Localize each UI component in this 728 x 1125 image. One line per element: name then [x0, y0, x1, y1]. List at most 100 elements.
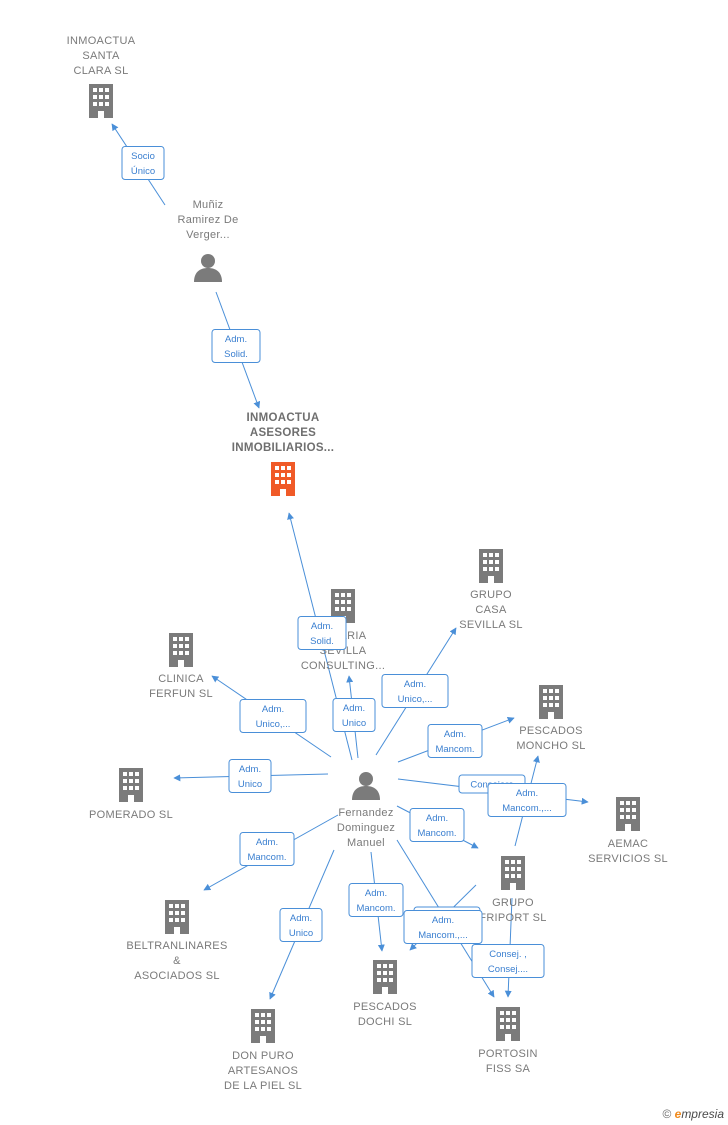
building-icon [119, 768, 143, 802]
edge-label-fernandez-to-pescados-dochi[interactable]: Adm.Mancom. [348, 883, 404, 917]
edge-label-text-0: Adm. [404, 679, 426, 690]
brand-text: mpresia [681, 1107, 724, 1121]
node-label-fernandez-2: Manuel [347, 837, 385, 849]
edge-label-box [297, 616, 347, 650]
edge-label-box [332, 698, 376, 732]
node-label-grupo-friport-0: GRUPO [492, 897, 534, 909]
edge-label-fernandez-to-clinica-ferfun[interactable]: Adm.Unico,... [239, 699, 307, 733]
person-icon [352, 772, 380, 800]
edge-label-text-1: Consej.... [488, 964, 528, 975]
edge-label-fernandez-to-pomerado[interactable]: Adm. Unico [228, 759, 272, 793]
edge-label-box [279, 908, 323, 942]
edge-label-grupo-friport-to-pescados-dochi[interactable]: Adm. Mancom.,... [403, 910, 483, 944]
node-aemac[interactable]: AEMAC SERVICIOS SL [588, 797, 668, 865]
edge-label-fernandez-to-beltranlinares[interactable]: Adm.Mancom. [239, 832, 295, 866]
edge-label-text-0: Adm. [432, 915, 454, 926]
edge-label-text-1: Unico [342, 718, 366, 729]
node-label-aemac-0: AEMAC [608, 838, 649, 850]
building-icon [271, 462, 295, 496]
building-icon [373, 960, 397, 994]
node-label-inmoactua-santa-clara-2: CLARA SL [74, 65, 129, 77]
node-label-fernandez-1: Dominguez [337, 822, 395, 834]
node-beltranlinares[interactable]: BELTRANLINARES & ASOCIADOS SL [126, 900, 227, 982]
node-inmoactua-asesores[interactable]: INMOACTUAASESORESINMOBILIARIOS... [232, 412, 335, 496]
edge-label-fernandez-to-grupo-casa-sevilla[interactable]: Adm. Unico,... [381, 674, 449, 708]
node-label-beltranlinares-2: ASOCIADOS SL [134, 970, 220, 982]
edge-label-text-1: Unico [238, 779, 262, 790]
edge-label-text-0: Adm. [225, 334, 247, 345]
edge-label-fernandez-to-grupo-friport[interactable]: Adm. Mancom. [409, 808, 465, 842]
node-label-grupo-casa-sevilla-1: CASA [475, 604, 507, 616]
node-label-fernandez-0: Fernandez [338, 807, 393, 819]
edge-label-text-0: Socio [131, 151, 155, 162]
building-icon [479, 549, 503, 583]
edge-label-text-0: Adm. [256, 837, 278, 848]
node-label-don-puro-0: DON PURO [232, 1050, 294, 1062]
edge-label-box [239, 832, 295, 866]
node-label-pescados-moncho-1: MONCHO SL [516, 740, 585, 752]
node-label-muniz-2: Verger... [186, 229, 230, 241]
node-label-aemac-1: SERVICIOS SL [588, 853, 668, 865]
node-grupo-friport[interactable]: GRUPO FRIPORT SL [479, 856, 546, 924]
node-label-inmoactua-asesores-0: INMOACTUA [247, 412, 320, 424]
node-inmoactua-santa-clara[interactable]: INMOACTUA SANTA CLARA SL [67, 35, 136, 118]
brand-e: e [674, 1107, 682, 1121]
edge-label-text-1: Unico,... [256, 719, 291, 730]
edge-label-text-1: Solid. [224, 349, 248, 360]
node-label-beltranlinares-0: BELTRANLINARES [126, 940, 227, 952]
node-label-don-puro-1: ARTESANOS [228, 1065, 298, 1077]
edge-label-text-0: Adm. [365, 888, 387, 899]
edge-label-grupo-friport-to-portosin[interactable]: Consej. ,Consej.... [471, 944, 545, 978]
edge-label-muniz-to-inmoactua-asesores[interactable]: Adm. Solid. [211, 329, 261, 363]
node-label-inmoactua-asesores-1: ASESORES [250, 427, 316, 439]
edge-label-fernandez-to-inmobiliaria-sevilla[interactable]: Adm. Unico [332, 698, 376, 732]
edge-label-box [211, 329, 261, 363]
edge-label-text-0: Adm. [516, 788, 538, 799]
edge-label-text-0: Adm. [290, 913, 312, 924]
node-pomerado[interactable]: POMERADO SL [89, 768, 173, 821]
node-label-clinica-ferfun-1: FERFUN SL [149, 688, 213, 700]
node-label-don-puro-2: DE LA PIEL SL [224, 1080, 302, 1092]
person-icon [194, 254, 222, 282]
edge-label-text-0: Adm. [426, 813, 448, 824]
edge-label-text-1: Mancom. [435, 744, 474, 755]
node-label-grupo-friport-1: FRIPORT SL [479, 912, 546, 924]
edge-label-fernandez-to-inmoactua-asesores[interactable]: Adm.Solid. [297, 616, 347, 650]
edge-label-text-1: Unico [289, 928, 313, 939]
building-icon [539, 685, 563, 719]
building-icon [89, 84, 113, 118]
edge-label-text-1: Mancom. [417, 828, 456, 839]
edge-label-text-1: Mancom.,... [418, 930, 468, 941]
empresia-brand: © empresia [662, 1107, 724, 1121]
node-label-pescados-moncho-0: PESCADOS [519, 725, 583, 737]
node-label-muniz-1: Ramirez De [177, 214, 238, 226]
node-label-inmoactua-santa-clara-1: SANTA [82, 50, 120, 62]
edge-label-box [381, 674, 449, 708]
node-pescados-moncho[interactable]: PESCADOS MONCHO SL [516, 685, 585, 752]
edge-label-text-0: Adm. [343, 703, 365, 714]
node-don-puro[interactable]: DON PURO ARTESANOS DE LA PIEL SL [224, 1009, 302, 1092]
edge-label-grupo-friport-to-pescados-moncho[interactable]: Adm. Mancom.,... [487, 783, 567, 817]
edge-label-fernandez-to-don-puro[interactable]: Adm. Unico [279, 908, 323, 942]
edge-label-text-1: Mancom.,... [502, 803, 552, 814]
edge-label-box [427, 724, 483, 758]
edge-label-text-1: Unico,... [398, 694, 433, 705]
copyright-symbol: © [662, 1107, 672, 1121]
building-icon [165, 900, 189, 934]
building-icon [501, 856, 525, 890]
node-label-inmoactua-santa-clara-0: INMOACTUA [67, 35, 136, 47]
node-label-beltranlinares-1: & [173, 955, 181, 967]
node-label-inmobiliaria-sevilla-2: CONSULTING... [301, 660, 385, 672]
edge-label-text-0: Adm. [239, 764, 261, 775]
edge-label-text-0: Adm. [311, 621, 333, 632]
edge-label-fernandez-to-pescados-moncho[interactable]: Adm.Mancom. [427, 724, 483, 758]
node-label-grupo-casa-sevilla-0: GRUPO [470, 589, 512, 601]
